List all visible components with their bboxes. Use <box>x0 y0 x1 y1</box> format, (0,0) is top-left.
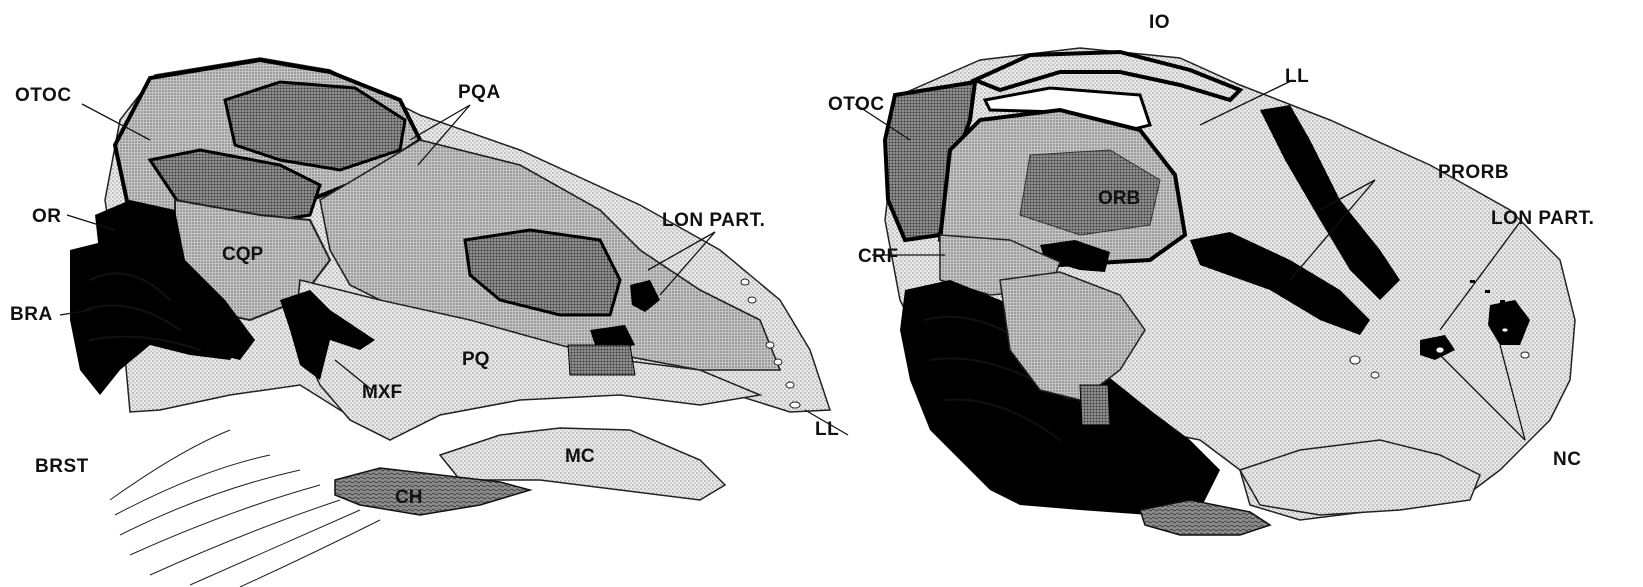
right-skull-diagram: IO LL OTOC PRORB ORB LON PART. CRF NC <box>828 12 1594 535</box>
label-otoc-left: OTOC <box>15 85 72 106</box>
label-crf: CRF <box>858 246 899 267</box>
label-nc: NC <box>1553 449 1581 470</box>
label-pq: PQ <box>462 349 489 370</box>
label-orb: ORB <box>1098 188 1140 209</box>
left-crosshatch-block <box>568 345 635 375</box>
label-pqa: PQA <box>458 82 501 103</box>
label-ch: CH <box>395 487 422 508</box>
right-crosshatch-block <box>1080 385 1110 425</box>
left-skull-diagram: OTOC OR BRA BRST CQP PQA LON PART. PQ MX… <box>10 58 848 587</box>
label-ll-right: LL <box>1285 66 1309 87</box>
label-cqp: CQP <box>222 244 264 265</box>
label-bra: BRA <box>10 304 53 325</box>
label-lon-part-left: LON PART. <box>662 210 765 231</box>
label-otoc-right: OTOC <box>828 94 885 115</box>
label-prorb: PRORB <box>1438 162 1509 183</box>
brst-rays <box>110 430 380 587</box>
label-brst: BRST <box>35 456 89 477</box>
label-or: OR <box>32 206 62 227</box>
label-io: IO <box>1149 12 1170 33</box>
label-mc: MC <box>565 446 595 467</box>
label-lon-part-right: LON PART. <box>1491 208 1594 229</box>
label-mxf: MXF <box>362 382 402 403</box>
label-ll-left: LL <box>815 419 839 440</box>
